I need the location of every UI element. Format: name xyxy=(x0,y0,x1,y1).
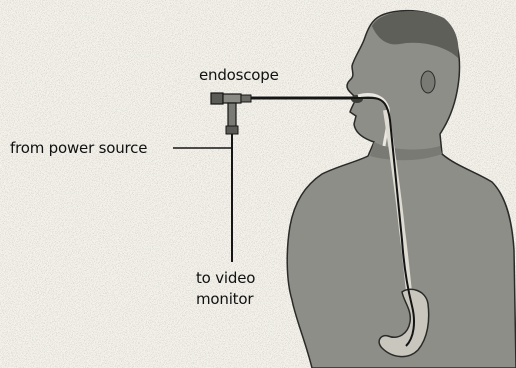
video-monitor-label: to video monitor xyxy=(196,268,255,310)
ear xyxy=(421,71,435,93)
connector xyxy=(226,126,238,134)
scope-handle xyxy=(223,94,241,103)
eyepiece xyxy=(211,93,223,104)
video-monitor-label-line1: to video xyxy=(196,268,255,289)
power-source-label: from power source xyxy=(10,139,147,158)
light-post xyxy=(228,103,236,127)
scope-collar xyxy=(241,95,251,102)
endoscope-label: endoscope xyxy=(199,66,279,85)
video-monitor-label-line2: monitor xyxy=(196,289,255,310)
